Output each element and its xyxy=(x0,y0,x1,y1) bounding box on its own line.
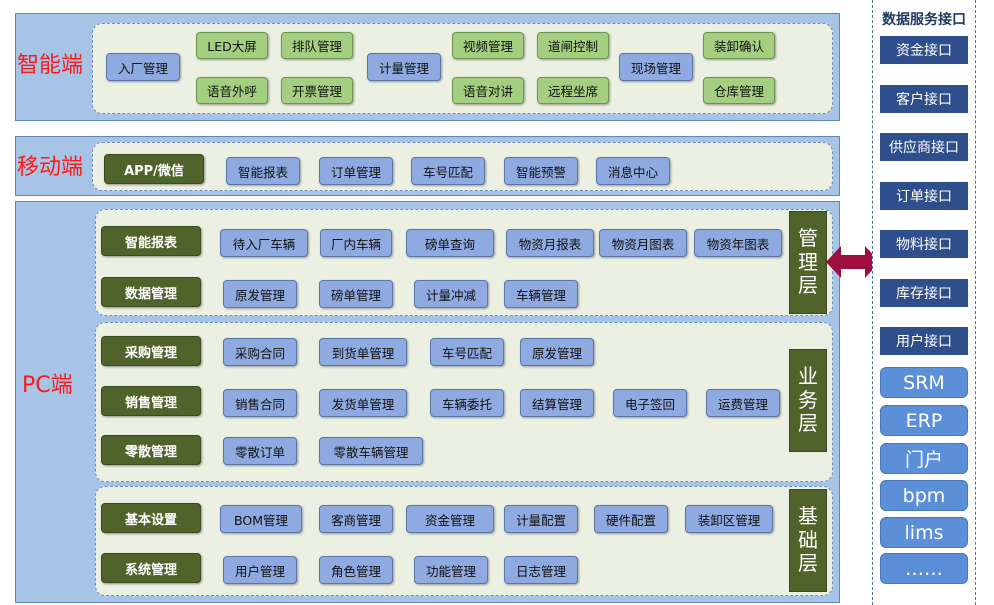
mobile-terminal-label: 移动端 xyxy=(17,155,84,180)
node-original-shipment-management[interactable]: 原发管理 xyxy=(223,280,297,308)
node-weigh-ticket-management[interactable]: 磅单管理 xyxy=(319,280,393,308)
node-sales-contract[interactable]: 销售合同 xyxy=(223,389,297,417)
node-hardware-config[interactable]: 硬件配置 xyxy=(594,505,668,533)
interface-order[interactable]: 订单接口 xyxy=(880,182,968,210)
node-freight-management[interactable]: 运费管理 xyxy=(706,389,780,417)
node-scattered-order[interactable]: 零散订单 xyxy=(223,437,297,465)
data-service-title: 数据服务接口 xyxy=(882,12,966,28)
node-data-management[interactable]: 数据管理 xyxy=(101,277,201,307)
node-led-screen[interactable]: LED大屏 xyxy=(196,32,268,59)
node-sales-management[interactable]: 销售管理 xyxy=(101,386,201,416)
node-role-management[interactable]: 角色管理 xyxy=(319,556,393,584)
node-arrival-order-management[interactable]: 到货单管理 xyxy=(319,338,407,366)
node-site-management[interactable]: 现场管理 xyxy=(619,53,693,81)
double-arrow-icon xyxy=(826,246,880,278)
node-material-monthly-chart[interactable]: 物资月图表 xyxy=(599,229,687,257)
smart-terminal-label: 智能端 xyxy=(17,53,84,78)
system-portal[interactable]: 门户 xyxy=(880,443,968,474)
node-mobile-smart-report[interactable]: 智能报表 xyxy=(226,157,300,185)
node-voice-call[interactable]: 语音外呼 xyxy=(196,77,268,104)
interface-fund[interactable]: 资金接口 xyxy=(880,36,968,64)
node-smart-report[interactable]: 智能报表 xyxy=(101,226,201,256)
mobile-terminal-panel: 移动端 APP/微信 智能报表 订单管理 车号匹配 智能预警 消息中心 xyxy=(15,136,840,196)
system-srm[interactable]: SRM xyxy=(880,367,968,398)
node-user-management[interactable]: 用户管理 xyxy=(223,556,297,584)
node-settlement-management[interactable]: 结算管理 xyxy=(520,389,594,417)
node-metering-config[interactable]: 计量配置 xyxy=(504,505,578,533)
base-layer-tag: 基 础 层 xyxy=(789,489,827,592)
node-business-vehicle-match[interactable]: 车号匹配 xyxy=(430,338,504,366)
node-function-management[interactable]: 功能管理 xyxy=(414,556,488,584)
interface-material[interactable]: 物料接口 xyxy=(880,230,968,258)
node-voice-intercom[interactable]: 语音对讲 xyxy=(452,77,524,104)
node-material-yearly-chart[interactable]: 物资年图表 xyxy=(694,229,782,257)
node-purchase-contract[interactable]: 采购合同 xyxy=(223,338,297,366)
node-loading-area-management[interactable]: 装卸区管理 xyxy=(685,505,773,533)
node-mobile-vehicle-match[interactable]: 车号匹配 xyxy=(411,157,485,185)
node-bom-management[interactable]: BOM管理 xyxy=(220,505,302,533)
node-log-management[interactable]: 日志管理 xyxy=(504,556,578,584)
management-layer-tag: 管 理 层 xyxy=(789,211,827,314)
node-metering-offset[interactable]: 计量冲减 xyxy=(414,280,488,308)
node-gate-control[interactable]: 道闸控制 xyxy=(537,32,609,59)
node-app-wechat[interactable]: APP/微信 xyxy=(104,154,204,184)
node-vehicle-management[interactable]: 车辆管理 xyxy=(504,280,578,308)
management-layer-group xyxy=(95,209,833,316)
pc-terminal-panel: PC端 管 理 层 智能报表 待入厂车辆 厂内车辆 磅单查询 物资月报表 物资月… xyxy=(15,201,840,603)
node-video-management[interactable]: 视频管理 xyxy=(452,32,524,59)
system-erp[interactable]: ERP xyxy=(880,405,968,436)
node-electronic-signback[interactable]: 电子签回 xyxy=(613,389,687,417)
node-vehicle-entrust[interactable]: 车辆委托 xyxy=(430,389,504,417)
node-loading-confirm[interactable]: 装卸确认 xyxy=(703,32,775,59)
interface-inventory[interactable]: 库存接口 xyxy=(880,279,968,307)
node-mobile-smart-warning[interactable]: 智能预警 xyxy=(504,157,578,185)
system-more[interactable]: …… xyxy=(880,553,968,584)
node-delivery-order-management[interactable]: 发货单管理 xyxy=(319,389,407,417)
node-warehouse-management[interactable]: 仓库管理 xyxy=(703,77,775,104)
smart-terminal-panel: 智能端 入厂管理 LED大屏 排队管理 语音外呼 开票管理 计量管理 视频管理 … xyxy=(15,13,840,121)
node-pending-vehicles[interactable]: 待入厂车辆 xyxy=(220,229,308,257)
node-purchase-management[interactable]: 采购管理 xyxy=(101,336,201,366)
node-fund-management[interactable]: 资金管理 xyxy=(406,505,494,533)
node-mobile-order-management[interactable]: 订单管理 xyxy=(319,157,393,185)
business-layer-tag: 业 务 层 xyxy=(789,349,827,452)
node-queue-management[interactable]: 排队管理 xyxy=(281,32,353,59)
node-in-plant-vehicles[interactable]: 厂内车辆 xyxy=(320,229,392,257)
interface-user[interactable]: 用户接口 xyxy=(880,327,968,355)
interface-customer[interactable]: 客户接口 xyxy=(880,85,968,113)
node-scattered-management[interactable]: 零散管理 xyxy=(101,435,201,465)
node-remote-seat[interactable]: 远程坐席 xyxy=(537,77,609,104)
node-system-management[interactable]: 系统管理 xyxy=(101,553,201,583)
node-entry-management[interactable]: 入厂管理 xyxy=(106,53,180,81)
node-material-monthly-report[interactable]: 物资月报表 xyxy=(506,229,594,257)
node-business-original-shipment[interactable]: 原发管理 xyxy=(520,338,594,366)
node-weigh-ticket-query[interactable]: 磅单查询 xyxy=(406,229,494,257)
node-basic-settings[interactable]: 基本设置 xyxy=(101,503,201,533)
pc-terminal-label: PC端 xyxy=(22,373,73,398)
node-ticket-management[interactable]: 开票管理 xyxy=(281,77,353,104)
system-lims[interactable]: lims xyxy=(880,517,968,548)
node-scattered-vehicle-management[interactable]: 零散车辆管理 xyxy=(319,437,423,465)
node-mobile-message-center[interactable]: 消息中心 xyxy=(596,157,670,185)
system-bpm[interactable]: bpm xyxy=(880,480,968,511)
node-merchant-management[interactable]: 客商管理 xyxy=(319,505,393,533)
node-metering-management[interactable]: 计量管理 xyxy=(367,53,441,81)
interface-supplier[interactable]: 供应商接口 xyxy=(880,133,968,161)
